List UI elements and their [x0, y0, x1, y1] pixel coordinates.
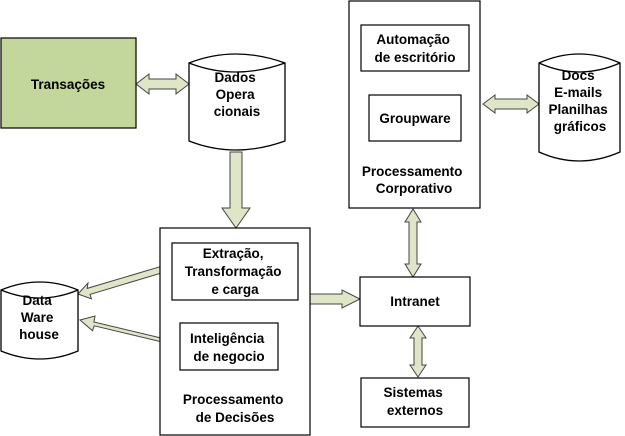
- docs-cylinder: Docs E-mails Planilhas gráficos: [538, 53, 621, 162]
- intranet-box: Intranet: [359, 276, 471, 327]
- extracao-label: Extração, Transformação e carga: [185, 246, 286, 297]
- transacoes-label: Transações: [31, 77, 105, 92]
- inteligencia-box: [179, 322, 279, 371]
- processamento-decisoes-container: Extração, Transformação e carga Inteligê…: [159, 227, 311, 436]
- arrow-dados-extracao: [221, 151, 251, 229]
- arrow-transacoes-dados: [135, 72, 190, 96]
- dados-operacionais-label: Dados Opera cionais: [214, 70, 261, 119]
- data-warehouse-cylinder: Data Ware house: [0, 281, 79, 360]
- arrow-corporativo-intranet: [404, 208, 422, 278]
- arrow-intranet-sistemas: [409, 325, 427, 378]
- transacoes-box: Transações: [0, 37, 137, 129]
- processamento-corporativo-label: Processamento Corporativo: [362, 164, 466, 196]
- processamento-decisoes-label: Processamento de Decisões: [183, 392, 287, 425]
- arrow-docs-groupware: [482, 94, 540, 114]
- data-warehouse-label: Data Ware house: [19, 293, 59, 342]
- automacao-label: Automação de escritório: [374, 32, 455, 65]
- sistemas-externos-label: Sistemas externos: [383, 385, 446, 418]
- groupware-label: Groupware: [379, 111, 451, 126]
- extracao-box: [171, 242, 299, 301]
- inteligencia-label: Inteligência de negocio: [190, 331, 268, 364]
- groupware-box: [368, 94, 462, 142]
- processamento-corporativo-container: Automação de escritório Groupware Proces…: [348, 0, 481, 209]
- sistemas-externos-box: Sistemas externos: [360, 377, 470, 428]
- automacao-box: [360, 24, 470, 72]
- intranet-label: Intranet: [390, 294, 440, 309]
- docs-label: Docs E-mails Planilhas gráficos: [548, 68, 611, 134]
- dados-operacionais-cylinder: Dados Opera cionais: [188, 53, 286, 151]
- arrow-decisoes-intranet: [309, 289, 362, 309]
